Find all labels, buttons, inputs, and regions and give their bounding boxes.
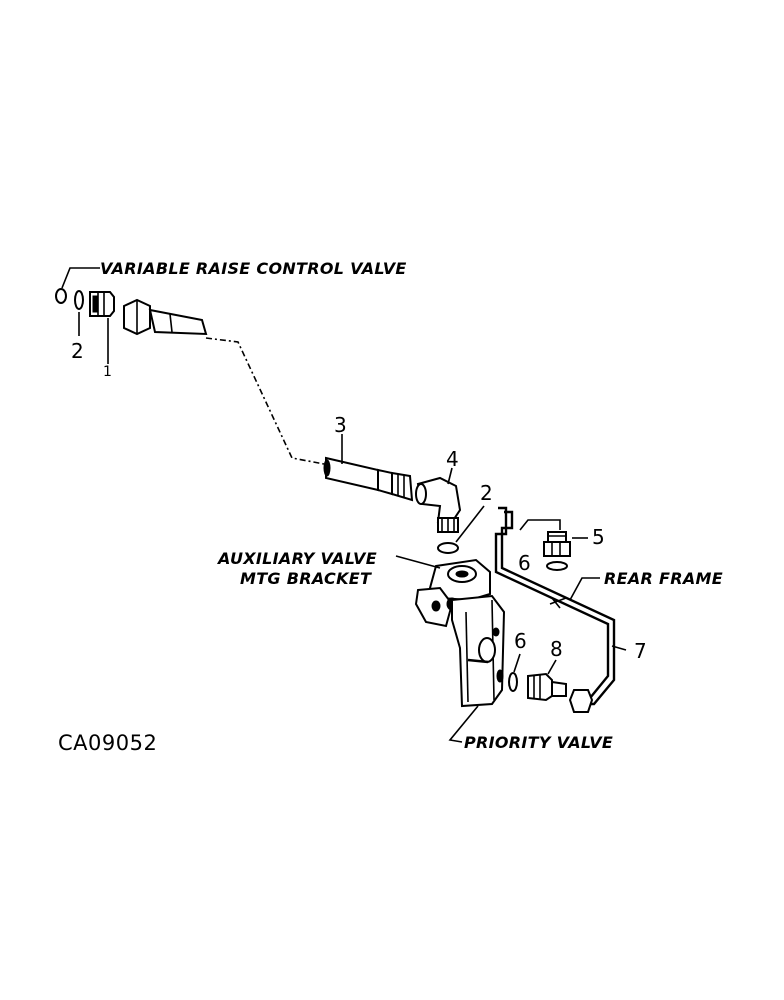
o-ring-2 [437,542,459,554]
label-priority-valve: PRIORITY VALVE [464,733,613,752]
leader-rear-frame [569,577,600,601]
callout-2-top: 2 [71,339,84,363]
elbow-fitting-4 [415,476,462,533]
leader-priority [448,705,479,743]
leader-8 [547,659,557,675]
callout-7: 7 [634,639,647,663]
label-auxiliary-line2: MTG BRACKET [240,569,372,588]
leader-4 [447,467,453,485]
connector-8 [527,672,567,702]
callout-4: 4 [446,447,459,471]
figure-code: CA09052 [58,731,157,755]
callout-3: 3 [334,413,347,437]
connector-5 [543,531,571,557]
leader-2-mid [455,505,485,543]
callout-8: 8 [550,637,563,661]
tube-nut [568,689,594,713]
o-ring-6-lower [508,672,518,692]
callout-1: 1 [103,364,112,380]
hose-assembly-3 [323,456,414,502]
leader-6-lower [513,653,521,673]
tube-7 [500,510,616,706]
leader-variable-raise [61,267,100,289]
callout-6-upper: 6 [518,551,531,575]
callout-5: 5 [592,525,605,549]
label-rear-frame: REAR FRAME [604,569,723,588]
valve-fitting-group [55,288,208,336]
callout-2-mid: 2 [480,481,493,505]
leader-auxiliary [395,555,441,569]
o-ring-6-upper [546,561,568,571]
leader-7 [611,645,627,651]
label-variable-raise: VARIABLE RAISE CONTROL VALVE [100,259,407,278]
leader-5 [519,519,561,531]
label-auxiliary-line1: AUXILIARY VALVE [216,549,377,568]
callout-6-lower: 6 [514,629,527,653]
priority-valve-body [414,558,506,708]
hose-path [205,337,325,465]
